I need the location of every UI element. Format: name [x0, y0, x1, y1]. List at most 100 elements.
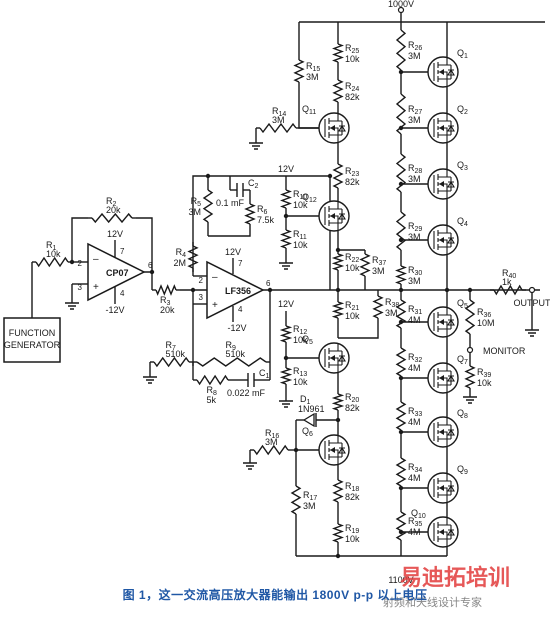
- transistor-q2-ref: Q2: [457, 104, 468, 116]
- figure-caption: 图 1，这一交流高压放大器能输出 1800V p-p 以上电压: [0, 586, 550, 603]
- ground-symbol: [463, 392, 477, 403]
- wire: [208, 228, 250, 236]
- resistor-r15-value: 3M: [306, 72, 319, 82]
- resistor-r21: [334, 302, 342, 318]
- resistor-r19-value: 10k: [345, 534, 360, 544]
- resistor-r20-value: 82k: [345, 403, 360, 413]
- resistor-r12: [282, 326, 290, 342]
- wire: [144, 272, 152, 290]
- resistor-r8-value: 5k: [207, 395, 217, 405]
- ground-symbol: [143, 372, 157, 383]
- resistor-r40: [494, 286, 522, 294]
- junction-dot: [399, 376, 403, 380]
- resistor-r25-value: 10k: [345, 54, 360, 64]
- resistor-r40-value: 1k: [502, 277, 512, 287]
- lf356-vpos-label: 12V: [225, 247, 241, 257]
- function-generator-line2: GENERATOR: [4, 340, 61, 350]
- monitor-label: MONITOR: [483, 346, 526, 356]
- resistor-r35: [397, 512, 405, 540]
- resistor-r24-value: 82k: [345, 92, 360, 102]
- resistor-r27-value: 3M: [408, 115, 421, 125]
- resistor-r38: [374, 296, 382, 318]
- transistor-q9-ref: Q9: [457, 464, 468, 476]
- wire: [338, 322, 378, 338]
- resistor-r14: [260, 124, 296, 132]
- transistor-q3-ref: Q3: [457, 160, 468, 172]
- resistor-r6-value: 7.5k: [257, 215, 275, 225]
- capacitor-c1: [248, 373, 254, 387]
- capacitor-c1-ref: C1: [259, 368, 270, 380]
- junction-dot: [399, 70, 403, 74]
- resistor-r24: [334, 80, 342, 102]
- rail-top-label: 1000V: [388, 0, 414, 9]
- resistor-r33: [397, 402, 405, 430]
- labels: 1000V1100VR263MR273MR283MR293MR303MQ1Q2Q…: [4, 0, 550, 585]
- resistor-r39: [466, 366, 474, 388]
- junction-dot: [399, 320, 403, 324]
- resistor-r23-value: 82k: [345, 177, 360, 187]
- junction-dot: [399, 238, 403, 242]
- junction-dot: [399, 182, 403, 186]
- transistor-q6-ref: Q6: [302, 426, 313, 438]
- resistor-r32: [397, 348, 405, 376]
- output-terminal: [530, 288, 535, 293]
- resistor-r22-value: 10k: [345, 263, 360, 273]
- resistor-r5-value: 3M: [188, 207, 201, 217]
- resistor-r2-value: 20k: [106, 205, 121, 215]
- transistor-q8-ref: Q8: [457, 408, 468, 420]
- opamp-cp07-plus-sign: +: [93, 282, 99, 293]
- resistor-r19: [334, 524, 342, 542]
- resistor-r28: [397, 154, 405, 192]
- resistor-r13-value: 10k: [293, 377, 308, 387]
- junction-dot: [336, 288, 340, 292]
- resistor-r9-value: 510k: [226, 349, 246, 359]
- opamp-cp07-minus-sign: –: [93, 254, 99, 265]
- junction-dot: [284, 214, 288, 218]
- resistor-r18-value: 82k: [345, 492, 360, 502]
- resistor-r1-value: 10k: [46, 249, 61, 259]
- resistor-r36-value: 10M: [477, 318, 495, 328]
- resistor-r1: [36, 258, 68, 266]
- resistor-r13: [282, 368, 290, 384]
- resistor-r15: [295, 60, 303, 82]
- cp07-pin2: 2: [78, 259, 83, 268]
- cp07-vpos-label: 12V: [107, 229, 123, 239]
- resistor-r34-value: 4M: [408, 473, 421, 483]
- capacitor-c2-value: 0.1 mF: [216, 198, 245, 208]
- transistor-q11-ref: Q11: [302, 104, 316, 116]
- resistor-r20: [334, 394, 342, 410]
- diode-d1-part: 1N961: [298, 404, 325, 414]
- transistor-q4-ref: Q4: [457, 216, 468, 228]
- ground-symbol: [243, 458, 257, 469]
- resistor-r39-value: 10k: [477, 378, 492, 388]
- capacitor-c1-value: 0.022 mF: [227, 388, 266, 398]
- lf356-pin2: 2: [199, 276, 204, 285]
- cp07-pin6: 6: [148, 261, 153, 270]
- resistor-r5: [204, 190, 212, 222]
- resistor-r10: [282, 190, 290, 208]
- resistor-r26: [397, 30, 405, 70]
- lf356-pin7: 7: [238, 259, 243, 268]
- resistor-r38-value: 3M: [385, 308, 398, 318]
- monitor-terminal: [468, 348, 473, 353]
- q5-supply-label: 12V: [278, 299, 294, 309]
- cp07-pin7: 7: [120, 247, 125, 256]
- ground-symbol: [525, 325, 539, 336]
- resistor-r17-value: 3M: [303, 501, 316, 511]
- resistor-r31-value: 4M: [408, 315, 421, 325]
- lf356-pin4: 4: [238, 305, 243, 314]
- junction-dot: [399, 126, 403, 130]
- junction-dot: [399, 486, 403, 490]
- resistor-r12-value: 10k: [293, 335, 308, 345]
- lf356-vneg-label: -12V: [227, 323, 246, 333]
- diode-d1: [304, 414, 314, 426]
- ground-symbol: [279, 258, 293, 269]
- resistor-r29-value: 3M: [408, 232, 421, 242]
- opamp-cp07-label: CP07: [106, 268, 129, 278]
- q12-supply-label: 12V: [278, 164, 294, 174]
- resistor-r29: [397, 212, 405, 250]
- resistor-r10-value: 10k: [293, 200, 308, 210]
- ground-symbol: [249, 138, 263, 149]
